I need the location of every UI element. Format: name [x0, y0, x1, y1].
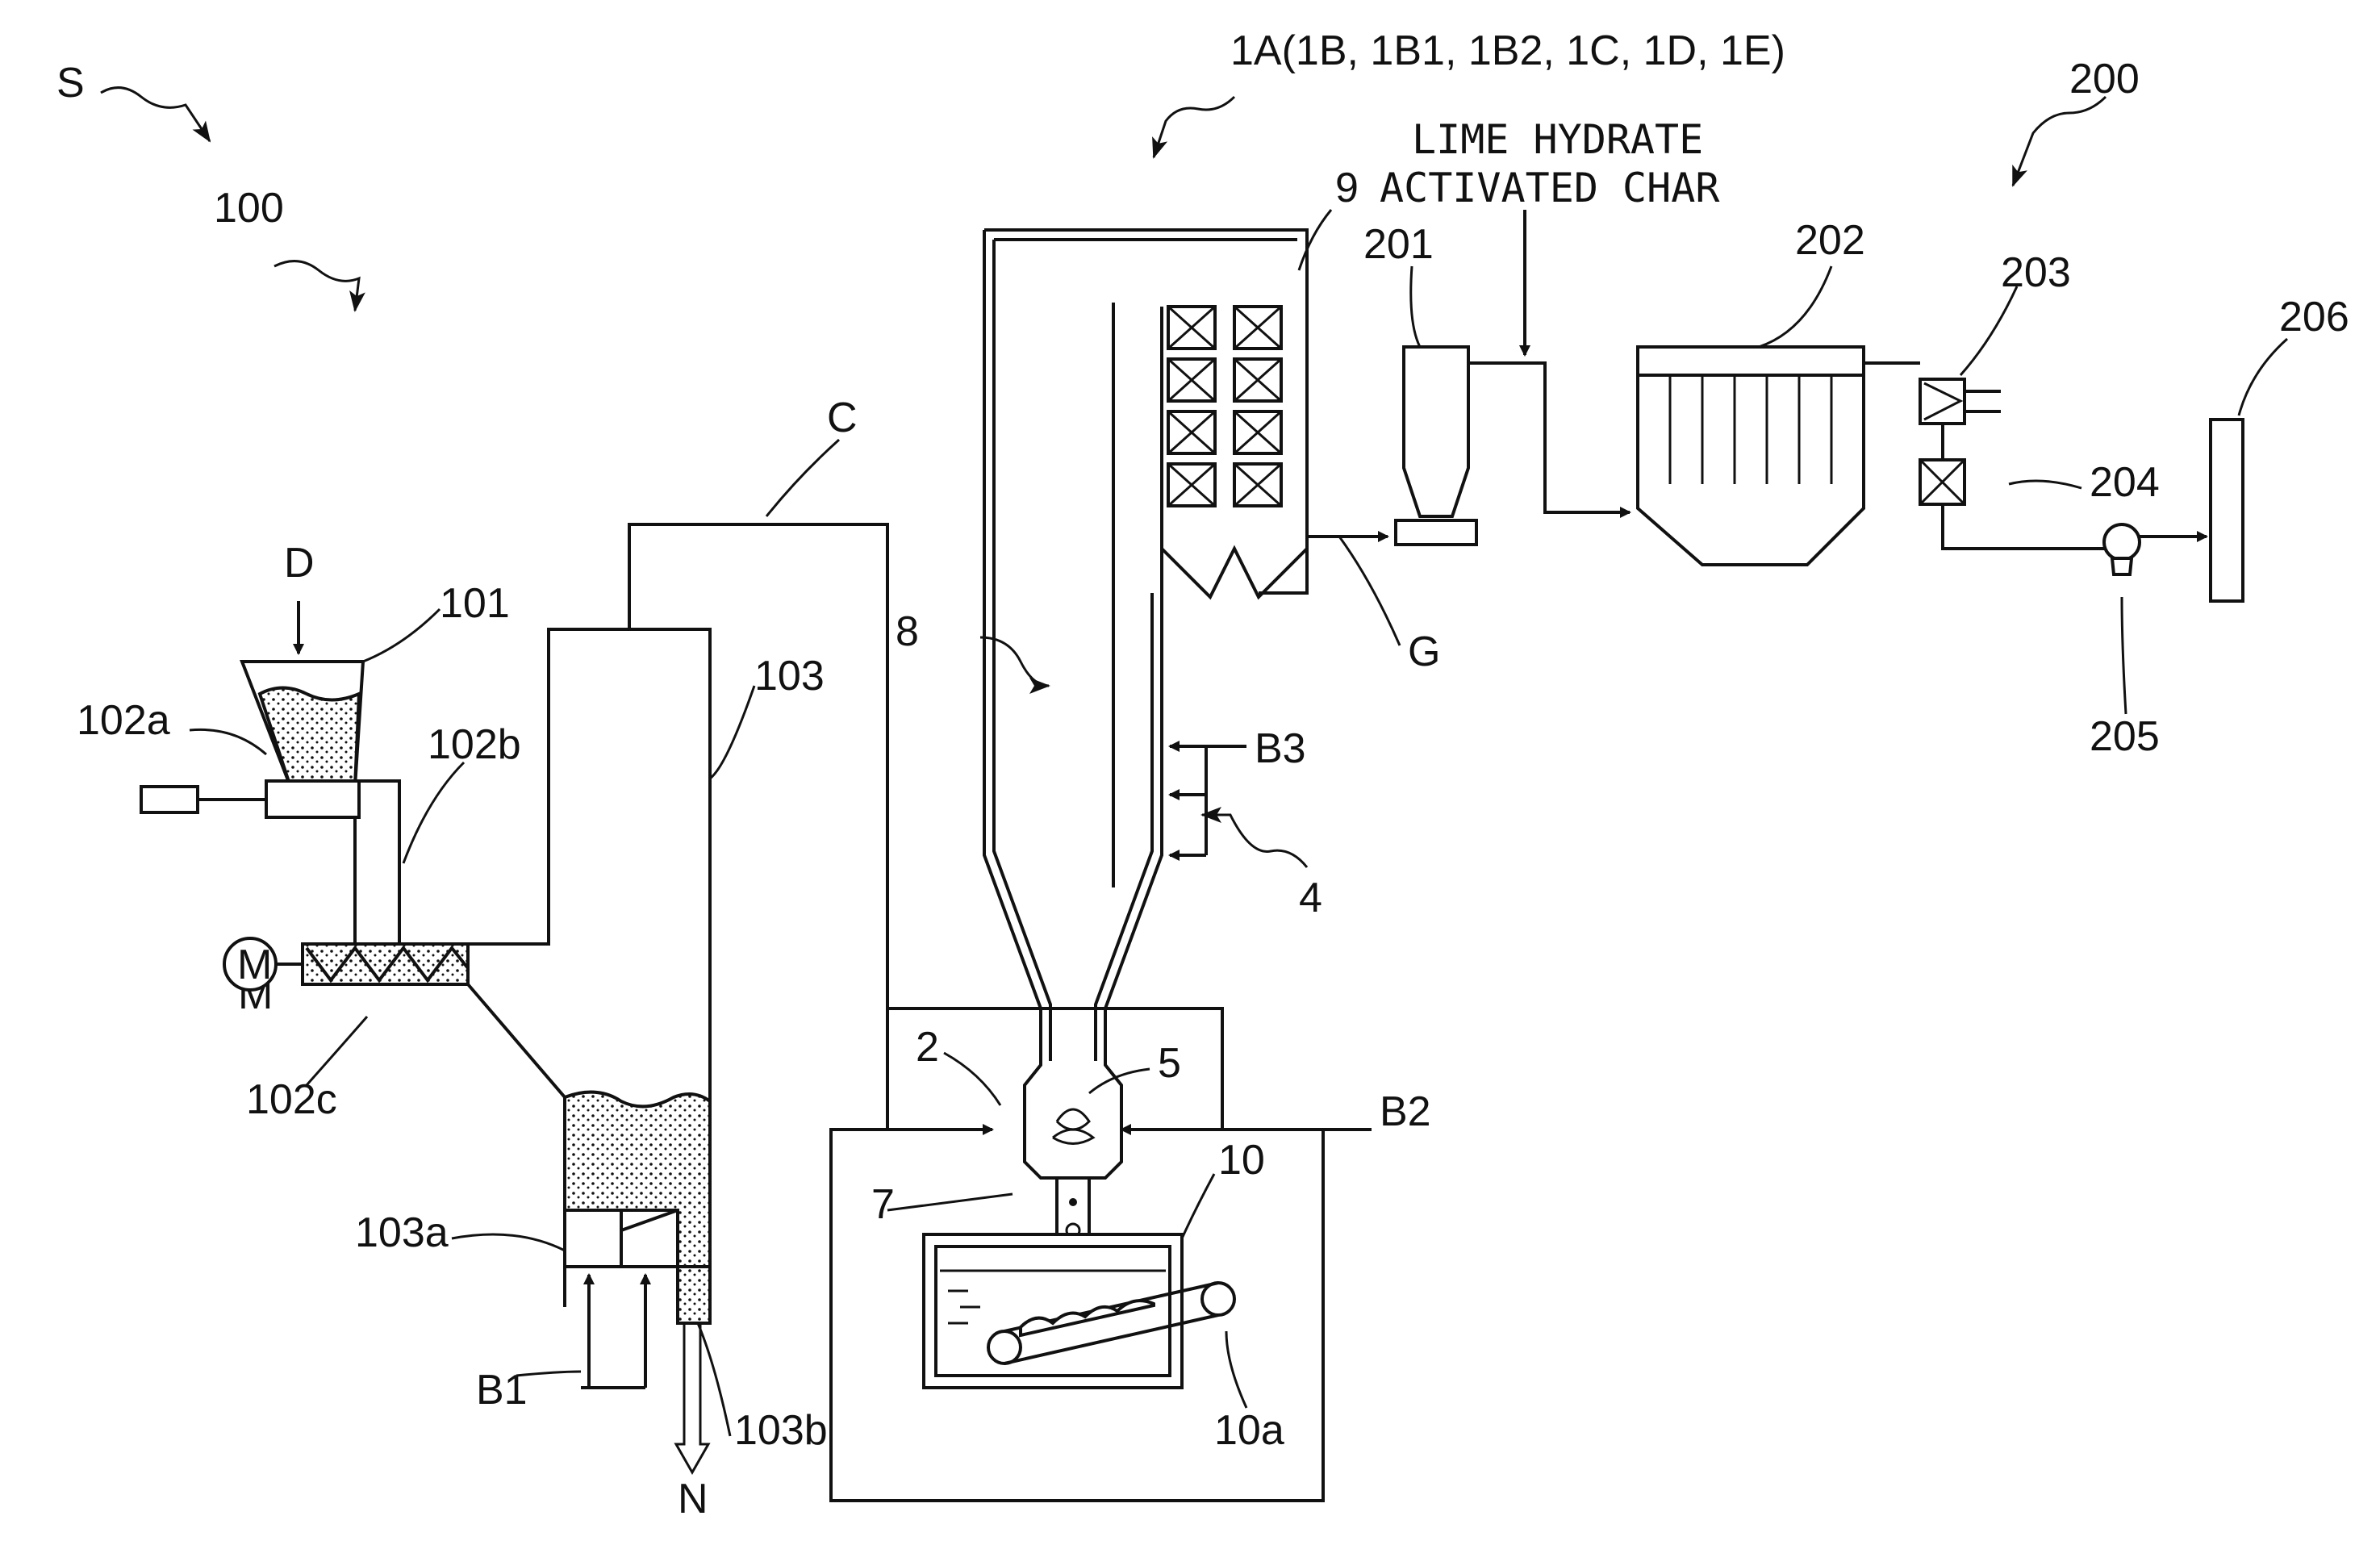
label-activated-char: ACTIVATED CHAR [1380, 165, 1720, 211]
label-system: S [56, 60, 85, 106]
label-B3: B3 [1255, 725, 1306, 772]
stack-206 [2211, 420, 2243, 601]
label-10a: 10a [1214, 1407, 1284, 1454]
label-204: 204 [2090, 459, 2160, 506]
label-5: 5 [1158, 1040, 1181, 1087]
label-206: 206 [2279, 294, 2349, 340]
label-101: 101 [440, 580, 510, 627]
heat-exchanger-9 [1168, 307, 1281, 506]
motor-M-symbol: M [237, 942, 272, 988]
fan-205 [1943, 504, 2207, 574]
pipe-102b [355, 781, 399, 944]
screw-conveyor-102c: M [224, 938, 468, 990]
slag-tank-10 [924, 1234, 1234, 1388]
catalyst-204 [1920, 424, 1965, 504]
label-2: 2 [916, 1024, 939, 1071]
feeder-102a [141, 781, 359, 817]
label-203: 203 [2001, 249, 2071, 296]
heat-exchanger-203 [1920, 379, 2001, 424]
hopper-101 [242, 601, 363, 787]
label-7: 7 [871, 1181, 895, 1228]
label-B2: B2 [1380, 1088, 1431, 1135]
label-200: 200 [2069, 56, 2140, 102]
label-lime-hydrate: LIME HYDRATE [1412, 116, 1703, 163]
label-10: 10 [1218, 1137, 1265, 1184]
bag-filter-202 [1638, 347, 1920, 565]
label-202: 202 [1795, 217, 1865, 264]
label-103: 103 [754, 653, 825, 699]
label-8: 8 [896, 608, 919, 655]
air-input-B3 [1162, 746, 1246, 855]
label-103a: 103a [355, 1209, 449, 1256]
label-G: G [1408, 628, 1440, 675]
label-102b: 102b [428, 721, 521, 768]
label-1a: 1A(1B, 1B1, 1B2, 1C, 1D, 1E) [1230, 27, 1785, 74]
label-102c: 102c [246, 1076, 337, 1123]
label-N: N [678, 1476, 708, 1522]
label-205: 205 [2090, 713, 2160, 760]
label-D: D [284, 540, 315, 587]
label-4: 4 [1299, 875, 1322, 921]
label-C: C [827, 395, 858, 441]
label-201: 201 [1363, 221, 1434, 268]
label-103b: 103b [734, 1407, 828, 1454]
cyclone-201 [1396, 347, 1533, 545]
label-102a: 102a [77, 697, 170, 744]
label-9: 9 [1335, 165, 1359, 211]
label-B1: B1 [476, 1367, 528, 1414]
additive-injection [1525, 210, 1630, 512]
label-100: 100 [214, 185, 284, 232]
